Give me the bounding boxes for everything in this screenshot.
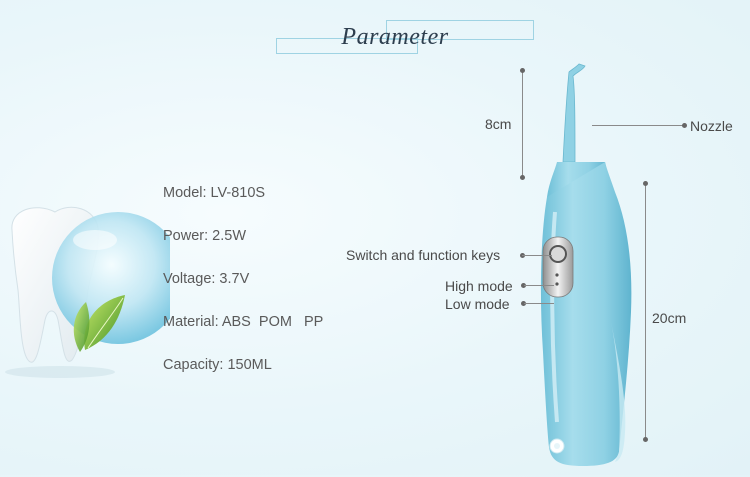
- low-mode-line: [524, 303, 554, 304]
- spec-model: Model: LV-810S: [163, 185, 266, 201]
- body-length-bottom-dot: [643, 437, 648, 442]
- low-mode-label: Low mode: [445, 296, 510, 312]
- spec-power: Power: 2.5W: [163, 228, 246, 244]
- switch-button-icon: [542, 236, 574, 298]
- nozzle-label: Nozzle: [690, 118, 733, 134]
- title-frame-left: [276, 38, 418, 54]
- low-mode-dot: [521, 301, 526, 306]
- spec-voltage: Voltage: 3.7V: [163, 271, 250, 287]
- nozzle-length-line: [522, 70, 523, 178]
- nozzle-length-top-dot: [520, 68, 525, 73]
- nozzle-icon: [562, 63, 586, 163]
- title-frame-right: [386, 20, 534, 40]
- body-length-top-dot: [643, 181, 648, 186]
- nozzle-length-label: 8cm: [485, 116, 512, 132]
- page-title: Parameter: [341, 24, 449, 50]
- high-mode-line: [524, 285, 554, 286]
- body-length-label: 20cm: [652, 310, 687, 326]
- nozzle-callout-line: [592, 125, 684, 126]
- charge-port-icon: [549, 438, 565, 454]
- spec-capacity: Capacity: 150ML: [163, 357, 272, 373]
- water-flosser-device: [540, 63, 632, 466]
- nozzle-length-bottom-dot: [520, 175, 525, 180]
- switch-callout-line: [522, 255, 552, 256]
- switch-label: Switch and function keys: [346, 247, 501, 263]
- leaf-icon: [73, 295, 125, 352]
- spec-material: Material: ABS POM PP: [163, 314, 324, 330]
- tooth-bubble-illustration: [5, 206, 170, 378]
- nozzle-callout-dot: [682, 123, 687, 128]
- high-mode-label: High mode: [445, 278, 513, 294]
- body-length-line: [645, 183, 646, 440]
- high-mode-dot: [521, 283, 526, 288]
